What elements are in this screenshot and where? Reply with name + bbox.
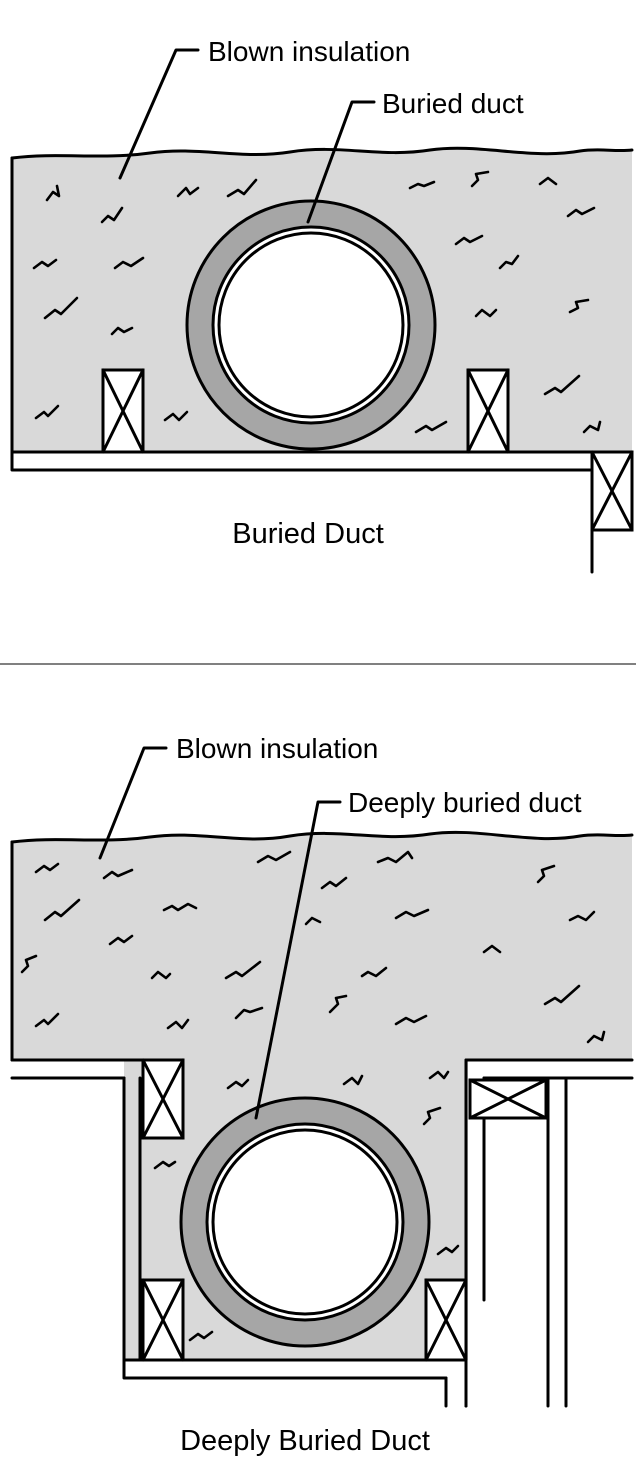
bottom-panel: Blown insulation Deeply buried duct Deep…: [10, 733, 634, 1457]
top-duct-leader: [306, 100, 376, 224]
bottom-duct-leader: [254, 800, 342, 1120]
bottom-duct-core: [211, 1128, 399, 1316]
bottom-chase-floor: [122, 1358, 468, 1380]
top-insulation-texture: [32, 170, 602, 434]
bottom-insulation-leader: [98, 746, 168, 860]
top-label-insulation: Blown insulation: [208, 36, 410, 67]
top-caption: Buried Duct: [232, 518, 384, 550]
bottom-blown-insulation: [12, 832, 632, 1360]
bottom-ceiling-right: [464, 1058, 634, 1080]
bottom-label-duct: Deeply buried duct: [348, 787, 582, 818]
top-insulation-surface: [10, 146, 634, 160]
bottom-insulation-surface: [10, 830, 634, 844]
top-insulation-leader: [118, 48, 200, 180]
bottom-chase-left-wall: [122, 1076, 142, 1362]
top-duct-core: [217, 231, 405, 419]
bottom-insulation-texture: [20, 850, 606, 1342]
bottom-label-insulation: Blown insulation: [176, 733, 378, 764]
top-ceiling-board: [10, 450, 634, 472]
bottom-caption: Deeply Buried Duct: [180, 1425, 430, 1457]
bottom-ceiling-left: [10, 1058, 145, 1080]
top-label-duct: Buried duct: [382, 88, 524, 119]
top-panel: Blown insulation Buried duct Buried Duct: [10, 36, 634, 574]
bottom-wall-lines: [444, 1076, 568, 1408]
